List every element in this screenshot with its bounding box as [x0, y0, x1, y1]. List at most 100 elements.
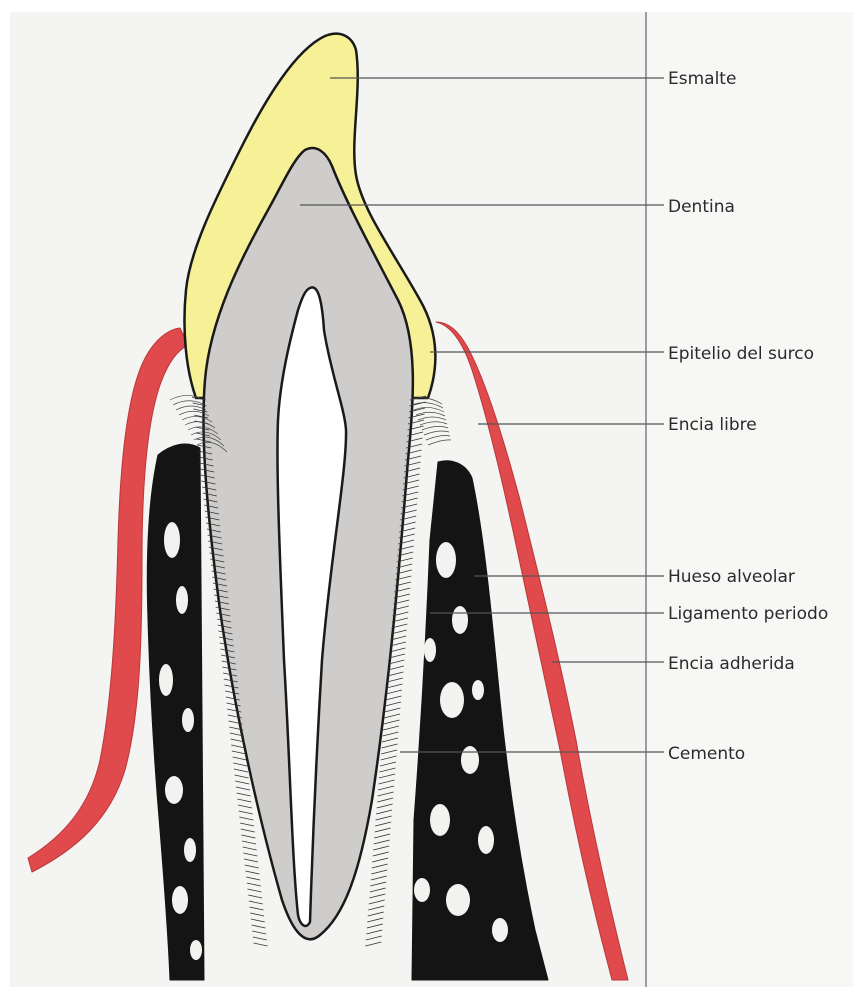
fiber-right	[370, 888, 386, 892]
fiber-left	[250, 913, 264, 916]
label-hueso-alveolar: Hueso alveolar	[668, 567, 795, 587]
label-encia-adherida: Encia adherida	[668, 654, 795, 674]
fiber-left	[249, 907, 263, 910]
marrow-space	[184, 838, 196, 862]
fiber-right	[366, 930, 382, 934]
marrow-space	[424, 638, 436, 662]
fiber-left	[253, 937, 267, 940]
marrow-space	[436, 542, 456, 578]
marrow-space	[182, 708, 194, 732]
fiber-right	[387, 672, 403, 676]
fiber-right	[387, 678, 403, 682]
fiber-left	[248, 895, 262, 898]
fiber-right	[377, 804, 393, 808]
fiber-right	[374, 834, 390, 838]
fiber-right-neck	[422, 426, 448, 430]
fiber-left	[233, 763, 247, 766]
fiber-right	[374, 840, 390, 844]
fiber-right	[373, 852, 389, 856]
fiber-right	[383, 732, 399, 736]
fiber-right-neck	[428, 440, 451, 445]
fiber-left	[243, 853, 257, 856]
marrow-space	[172, 886, 188, 914]
fiber-left	[239, 811, 253, 814]
fiber-left	[251, 919, 265, 922]
fiber-left	[241, 835, 255, 838]
fiber-right	[380, 768, 396, 772]
fiber-right-neck	[420, 422, 447, 425]
fiber-right	[379, 780, 395, 784]
fiber-right	[375, 822, 391, 826]
fiber-right	[380, 762, 396, 766]
marrow-space	[414, 878, 430, 902]
fiber-right	[382, 744, 398, 748]
fiber-right	[372, 858, 388, 862]
fiber-right-neck	[426, 436, 450, 441]
fiber-left	[239, 817, 253, 820]
fiber-right	[381, 750, 397, 754]
fiber-right	[375, 828, 391, 832]
fiber-left	[252, 925, 266, 928]
fiber-left	[233, 757, 247, 760]
marrow-space	[478, 826, 494, 854]
fiber-left	[245, 871, 259, 874]
label-encia-libre: Encia libre	[668, 415, 757, 435]
fiber-right	[369, 894, 385, 898]
fiber-left	[241, 829, 255, 832]
fiber-right	[378, 786, 394, 790]
marrow-space	[165, 776, 183, 804]
fiber-right	[386, 684, 402, 688]
label-dentina: Dentina	[668, 197, 735, 217]
marrow-space	[472, 680, 484, 700]
fiber-right	[382, 738, 398, 742]
fiber-right-neck	[418, 417, 446, 420]
fiber-right-neck	[424, 431, 449, 435]
fiber-right	[379, 774, 395, 778]
fiber-left	[247, 889, 261, 892]
marrow-space	[176, 586, 188, 614]
fiber-right	[367, 918, 383, 922]
marrow-space	[461, 746, 479, 774]
fiber-right	[368, 912, 384, 916]
marrow-space	[440, 682, 464, 718]
fiber-right	[367, 924, 383, 928]
marrow-space	[452, 606, 468, 634]
fiber-left	[247, 883, 261, 886]
fiber-right	[376, 816, 392, 820]
fiber-right	[376, 810, 392, 814]
label-cemento: Cemento	[668, 744, 745, 764]
label-esmalte: Esmalte	[668, 69, 736, 89]
fiber-right	[365, 942, 381, 946]
fiber-left	[240, 823, 254, 826]
fiber-right	[371, 870, 387, 874]
fiber-right	[371, 876, 387, 880]
fiber-right	[386, 690, 402, 694]
fiber-left	[236, 787, 250, 790]
fiber-left	[249, 901, 263, 904]
fiber-right	[384, 714, 400, 718]
fiber-right	[383, 720, 399, 724]
fiber-left	[246, 877, 260, 880]
fiber-left	[243, 847, 257, 850]
fiber-left	[232, 751, 246, 754]
fiber-right	[385, 702, 401, 706]
marrow-space	[446, 884, 470, 916]
fiber-right	[366, 936, 382, 940]
fiber-right	[377, 798, 393, 802]
fiber-right	[378, 792, 394, 796]
label-ligamento-periodontal: Ligamento periodo	[668, 604, 828, 624]
fiber-left	[237, 793, 251, 796]
marrow-space	[159, 664, 173, 696]
marrow-space	[164, 522, 180, 558]
fiber-left	[254, 943, 268, 946]
fiber-left	[244, 859, 258, 862]
fiber-left	[237, 799, 251, 802]
fiber-right	[381, 756, 397, 760]
marrow-space	[190, 940, 202, 960]
fiber-left	[252, 931, 266, 934]
fiber-left	[235, 775, 249, 778]
fiber-left	[234, 769, 248, 772]
fiber-right	[384, 708, 400, 712]
